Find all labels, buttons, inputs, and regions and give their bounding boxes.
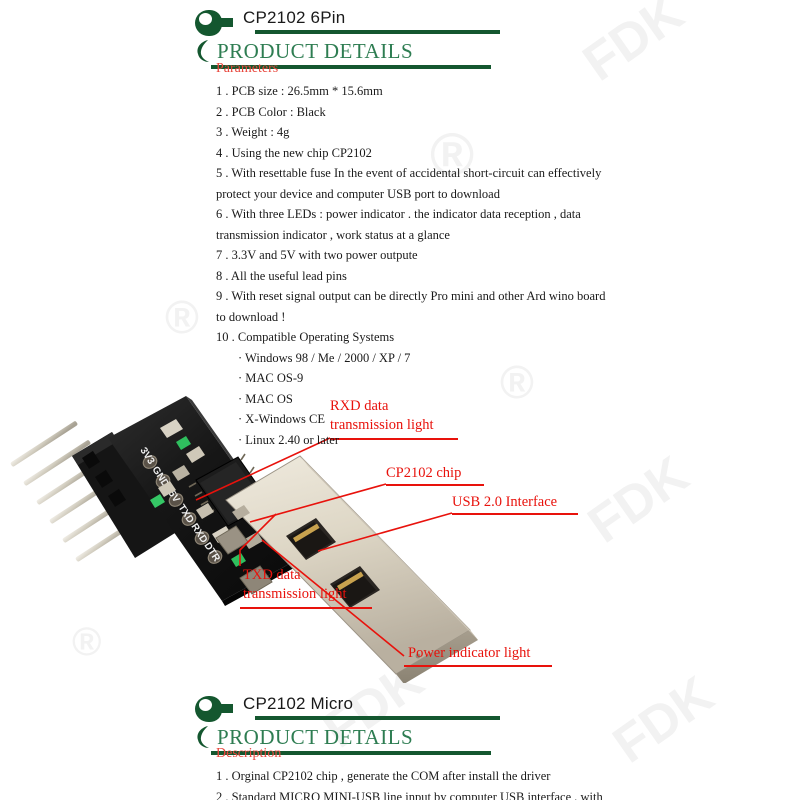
list-item: 5 . With resettable fuse In the event of… xyxy=(216,166,602,201)
swoosh-icon xyxy=(197,726,209,748)
subtitle-rule xyxy=(211,65,491,69)
list-item: 10 . Compatible Operating Systems xyxy=(216,330,395,344)
parameters-list: 1 . PCB size : 26.5mm * 15.6mm 2 . PCB C… xyxy=(216,81,616,450)
leader-power xyxy=(261,539,405,657)
header-subtitle-row: PRODUCT DETAILS xyxy=(195,725,615,755)
annotation-power-underline xyxy=(404,665,552,667)
list-item: 2 . Standard MICRO MINI-USB line input b… xyxy=(216,789,603,800)
annotation-usb-interface: USB 2.0 Interface xyxy=(452,494,558,510)
parameters-heading: Parameters xyxy=(216,61,279,76)
section-title: CP2102 Micro xyxy=(243,694,354,713)
led-indicators-icon xyxy=(150,436,246,567)
list-item: 8 . All the useful lead pins xyxy=(216,268,347,283)
list-item: 2 . PCB Color : Black xyxy=(216,104,326,119)
section-subtitle: PRODUCT DETAILS xyxy=(217,725,414,749)
os-list-item: · MAC OS-9 xyxy=(238,371,304,385)
annotation-txd-underline xyxy=(240,607,372,609)
header-title-row: CP2102 Micro xyxy=(195,694,615,724)
leader-cp2102 xyxy=(249,483,387,523)
list-item: 1 . PCB size : 26.5mm * 15.6mm xyxy=(216,84,383,98)
annotation-cp2102-chip: CP2102 chip xyxy=(386,465,462,481)
header-subtitle-row: PRODUCT DETAILS xyxy=(195,39,615,69)
description-list: 1 . Orginal CP2102 chip , generate the C… xyxy=(216,766,616,800)
list-item: 3 . Weight : 4g xyxy=(216,125,290,139)
section-header-cp2102-micro: CP2102 Micro PRODUCT DETAILS xyxy=(195,694,615,755)
swoosh-icon xyxy=(197,40,209,62)
leader-rxd xyxy=(195,437,331,501)
title-rule xyxy=(255,716,500,720)
list-item: 6 . With three LEDs : power indicator . … xyxy=(216,207,581,242)
os-list-item: · MAC OS xyxy=(238,391,293,406)
annotation-usb-underline xyxy=(452,513,578,515)
list-item: 9 . With reset signal output can be dire… xyxy=(216,289,606,324)
watermark-registered-icon: ® xyxy=(165,291,199,343)
os-list-item: · Windows 98 / Me / 2000 / XP / 7 xyxy=(238,350,411,365)
brand-logo-icon xyxy=(195,10,233,36)
brand-logo-icon xyxy=(195,696,233,722)
usb-connector-icon xyxy=(225,455,478,683)
product-photo-image: 3V3 GND +5V TXD RXD DTR xyxy=(10,396,478,683)
list-item: 4 . Using the new chip CP2102 xyxy=(216,145,372,160)
annotation-cp2102-underline xyxy=(386,484,484,486)
annotation-leader-lines xyxy=(195,437,453,657)
leader-usb xyxy=(317,512,453,552)
section-header-cp2102-6pin: CP2102 6Pin PRODUCT DETAILS xyxy=(195,8,615,69)
os-list-item: · X-Windows CE xyxy=(238,412,325,426)
list-item: 1 . Orginal CP2102 chip , generate the C… xyxy=(216,769,551,783)
description-heading: Description xyxy=(216,746,282,761)
annotation-power-light: Power indicator light xyxy=(408,645,531,661)
title-rule xyxy=(255,30,500,34)
annotation-rxd-underline xyxy=(330,438,458,440)
leader-txd xyxy=(239,513,277,566)
section-title: CP2102 6Pin xyxy=(243,8,346,27)
section-subtitle: PRODUCT DETAILS xyxy=(217,39,414,63)
annotation-txd-light: TXD data transmission light xyxy=(243,567,347,602)
annotation-rxd-light: RXD data transmission light xyxy=(330,398,434,433)
header-title-row: CP2102 6Pin xyxy=(195,8,615,38)
subtitle-rule xyxy=(211,751,491,755)
os-list-item: · Linux 2.40 or later xyxy=(238,432,340,447)
product-photo: 3V3 GND +5V TXD RXD DTR xyxy=(0,388,800,683)
list-item: 7 . 3.3V and 5V with two power outpute xyxy=(216,248,418,262)
